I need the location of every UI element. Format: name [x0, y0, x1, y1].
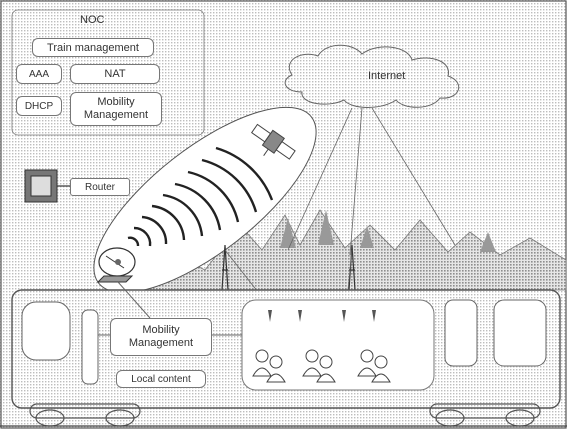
passenger-group-icon: [252, 349, 391, 383]
local-content-box: Local content: [116, 370, 206, 388]
train-management-box: Train management: [32, 38, 154, 57]
wifi-access-points: [268, 310, 376, 322]
cloud-link-3: [371, 107, 456, 246]
router-box: Router: [70, 178, 130, 196]
internet-cloud: [284, 44, 460, 108]
dish-wire: [117, 281, 151, 319]
train-door: [81, 309, 99, 385]
signal-waves: [127, 146, 274, 247]
train-door-left: [444, 299, 478, 367]
train-mobility-management-label: Mobility Management: [128, 324, 194, 349]
passenger-area: [241, 299, 435, 391]
nat-label: NAT: [104, 68, 126, 80]
aaa-label: AAA: [28, 68, 49, 80]
router-label: Router: [84, 181, 115, 193]
train-mobility-management-box: Mobility Management: [110, 318, 212, 356]
aaa-box: AAA: [16, 64, 62, 84]
internet-label: Internet: [368, 70, 406, 82]
satellite-icon: [250, 123, 296, 160]
noc-title: NOC: [80, 14, 105, 26]
cloud-link-1: [287, 107, 353, 251]
tree-shapes: [280, 210, 496, 252]
dhcp-label: DHCP: [24, 100, 54, 112]
dhcp-box: DHCP: [16, 96, 62, 116]
train-management-label: Train management: [47, 41, 139, 54]
noc-mobility-management-box: Mobility Management: [70, 92, 162, 126]
noc-mobility-management-label: Mobility Management: [83, 96, 149, 121]
satellite-dish-icon: [96, 247, 136, 283]
cloud-link-2: [349, 107, 363, 256]
nat-box: NAT: [70, 64, 160, 84]
train-door-right: [493, 299, 547, 367]
train-window: [21, 301, 71, 361]
local-content-label: Local content: [131, 373, 191, 385]
